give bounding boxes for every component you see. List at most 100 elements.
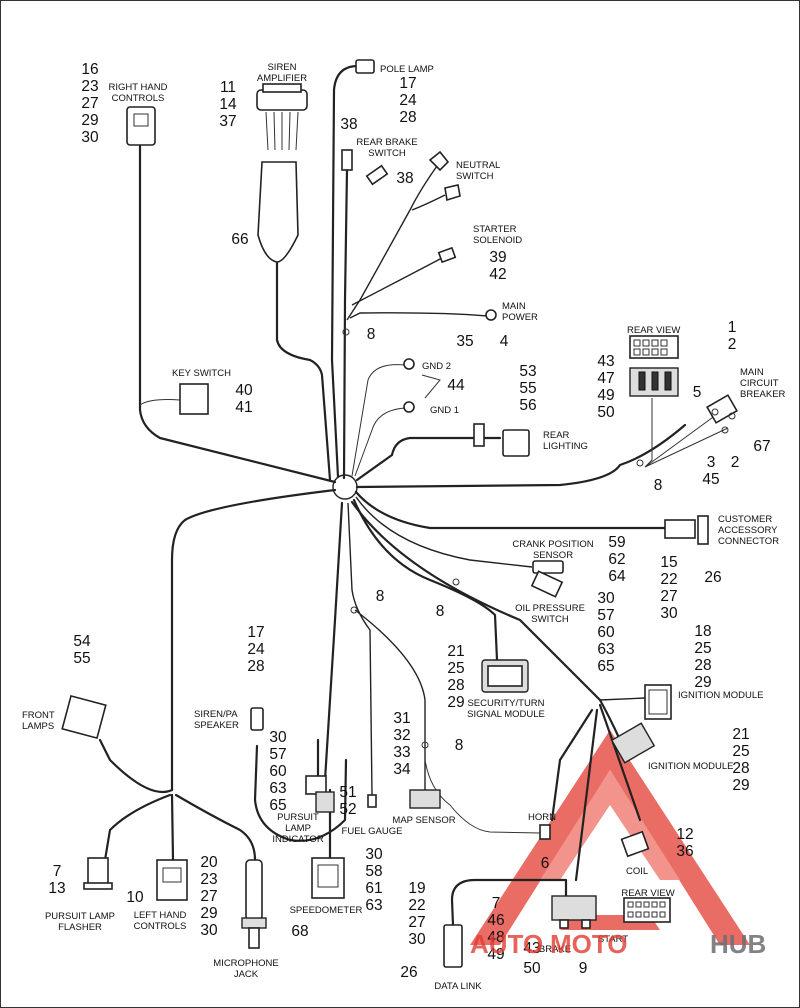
label-key-switch: KEY SWITCH	[172, 368, 231, 379]
num-oil-2: 60	[597, 624, 615, 641]
label-right-hand-controls-1: CONTROLS	[112, 93, 165, 104]
num-ign-a-3: 29	[694, 674, 711, 691]
num-data-link-26: 26	[400, 964, 417, 981]
num-siren-pa-2: 28	[247, 658, 264, 675]
harness-wires	[98, 64, 729, 927]
num-siren-pa-1: 24	[247, 641, 265, 658]
num-pole-lamp-1: 24	[399, 92, 417, 109]
num-rh-controls-3: 29	[81, 112, 98, 129]
label-security-turn-0: SECURITY/TURN	[467, 698, 544, 709]
security-turn-signal-module	[481, 659, 529, 693]
label-customer-accessory-0: CUSTOMER	[718, 514, 772, 525]
num-brake-start-0: 7	[492, 895, 501, 912]
num-data-link-0: 19	[408, 880, 425, 897]
num-customer-accessory-0: 15	[660, 554, 677, 571]
label-data-link: DATA LINK	[434, 981, 482, 992]
num-oil-3: 63	[597, 641, 614, 658]
num-rear-lighting-2: 56	[519, 397, 536, 414]
label-oil-pressure-1: SWITCH	[531, 614, 569, 625]
num-lh-controls-0: 20	[200, 854, 218, 871]
num-rear-brake-side: 38	[396, 170, 413, 187]
crank-position-sensor	[532, 560, 564, 574]
num-map-sensor-0: 31	[393, 710, 410, 727]
num-rear-brake-top: 38	[340, 116, 357, 133]
label-oil-pressure-0: OIL PRESSURE	[515, 603, 585, 614]
num-pursuit-indicator-3: 63	[269, 780, 286, 797]
num-speedo-3: 63	[365, 897, 382, 914]
label-front-lamps-0: FRONT	[22, 710, 55, 721]
customer-accessory-connector	[664, 515, 709, 545]
num-breaker-top-1: 2	[728, 336, 737, 353]
label-main-circuit-breaker-1: CIRCUIT	[740, 378, 779, 389]
label-brake: BRAKE	[539, 944, 571, 955]
num-brake-start-1: 46	[487, 912, 504, 929]
pursuit-lamp-flasher	[83, 857, 113, 890]
splice-marker	[350, 606, 358, 614]
right-hand-controls-connector	[126, 106, 156, 146]
label-pursuit-lamp-indicator-0: PURSUIT	[277, 812, 319, 823]
num-ign-a-0: 18	[694, 623, 711, 640]
rear-view-connector-top	[629, 335, 679, 397]
label-starter-solenoid-0: STARTER	[473, 224, 517, 235]
label-siren-amplifier-0: SIREN	[267, 62, 296, 73]
label-microphone-jack-1: JACK	[234, 969, 259, 980]
num-security-2: 28	[447, 677, 464, 694]
num-crank-0: 59	[608, 534, 625, 551]
num-brake-43: 43	[523, 940, 540, 957]
data-link-connector	[443, 924, 463, 968]
num-ign-b-0: 21	[732, 726, 749, 743]
num-key-switch-1: 41	[235, 399, 252, 416]
label-main-power-0: MAIN	[502, 301, 526, 312]
label-rear-brake-switch-0: REAR BRAKE	[356, 137, 417, 148]
num-main-power-35: 35	[456, 333, 473, 350]
splice-marker	[452, 578, 460, 586]
label-pursuit-lamp-indicator-1: LAMP	[285, 823, 311, 834]
num-flasher-10: 10	[126, 889, 144, 906]
coil-connector	[620, 830, 650, 858]
fuel-gauge-connector	[367, 794, 377, 808]
watermark-middle: MOTO	[550, 929, 628, 959]
num-speedo-2: 61	[365, 880, 382, 897]
num-amp-cable: 66	[231, 231, 248, 248]
label-front-lamps-1: LAMPS	[22, 721, 54, 732]
num-rear-lighting-0: 53	[519, 363, 536, 380]
num-starter-0: 39	[489, 249, 506, 266]
label-gnd2: GND 2	[422, 361, 451, 372]
label-coil: COIL	[626, 866, 648, 877]
num-brake-start-2: 48	[487, 929, 504, 946]
num-coil-0: 12	[676, 826, 693, 843]
num-flasher-0: 7	[53, 863, 62, 880]
num-security-0: 21	[447, 643, 464, 660]
num-fuel-1: 52	[339, 801, 356, 818]
label-horn: HORN	[528, 812, 556, 823]
microphone-jack	[241, 859, 267, 949]
siren-pa-speaker-connector	[250, 707, 264, 731]
label-rear-view-top: REAR VIEW	[627, 325, 680, 336]
num-rh-controls-2: 27	[81, 95, 98, 112]
num-ign-a-1: 25	[694, 640, 711, 657]
brake-start-connector	[551, 895, 597, 929]
label-main-power-1: POWER	[502, 312, 538, 323]
pursuit-lamp-indicator	[305, 775, 335, 813]
num-pursuit-indicator-0: 30	[269, 729, 287, 746]
label-speedometer: SPEEDOMETER	[290, 905, 363, 916]
label-microphone-jack-0: MICROPHONE	[213, 958, 278, 969]
label-siren-pa-1: SPEAKER	[194, 720, 239, 731]
watermark-suffix: HUB	[710, 929, 766, 959]
num-rear-view-top-1: 47	[597, 370, 614, 387]
num-key-switch-0: 40	[235, 382, 253, 399]
label-pursuit-lamp-indicator-2: INDICATOR	[272, 834, 324, 845]
key-switch	[179, 383, 209, 415]
num-ign-a-2: 28	[694, 657, 711, 674]
label-gnd1: GND 1	[430, 405, 459, 416]
num-data-link-2: 27	[408, 914, 425, 931]
label-pursuit-lamp-flasher-1: FLASHER	[58, 922, 102, 933]
splice-marker	[421, 741, 429, 749]
num-front-lamps-1: 55	[73, 650, 90, 667]
ground-terminals	[403, 358, 441, 413]
num-eight-upper: 8	[367, 326, 376, 343]
label-map-sensor: MAP SENSOR	[392, 815, 455, 826]
label-pole-lamp: POLE LAMP	[380, 64, 434, 75]
main-power-terminal	[485, 309, 497, 321]
num-flasher-1: 13	[48, 880, 65, 897]
